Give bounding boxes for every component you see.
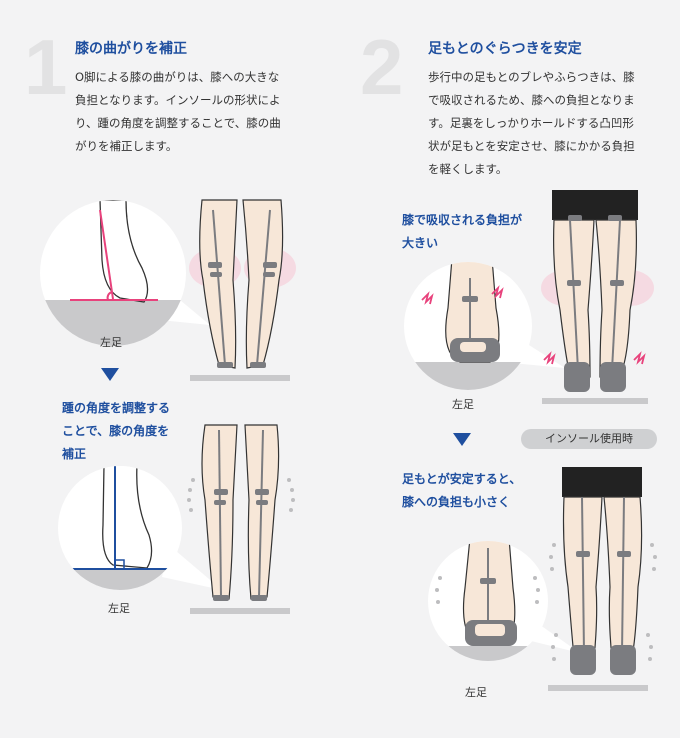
legs-stable <box>548 467 657 691</box>
legs-unstable <box>541 190 654 404</box>
heel-closeup-after <box>58 466 222 590</box>
section-2-title: 足もとのぐらつきを安定 <box>428 41 582 57</box>
section-2-problem-line: 膝で吸収される負担が <box>402 213 523 227</box>
section-1-result-line: 踵の角度を調整する <box>62 401 171 415</box>
foot-closeup-stable <box>428 541 580 661</box>
section-2-result-line: 足もとが安定すると、 <box>402 472 522 486</box>
caption-left-foot-1a: 左足 <box>100 336 122 349</box>
section-2-body-line: 歩行中の足もとのブレやふらつきは、膝 <box>428 70 635 84</box>
section-1-body-line: O脚による膝の曲がりは、膝への大きな <box>75 70 280 84</box>
section-1-result-line: 補正 <box>62 447 87 461</box>
section-2-problem-line: 大きい <box>402 236 439 250</box>
insole-in-use-badge: インソール使用時 <box>521 429 657 449</box>
section-2-body-line: 状が足もとを安定させ、膝にかかる負担 <box>428 139 635 153</box>
section-1-result-line: ことで、膝の角度を <box>62 424 170 438</box>
section-1-body-line: 負担となります。インソールの形状によ <box>75 93 281 107</box>
legs-corrected <box>187 424 295 614</box>
legs-bowlegged <box>189 199 296 381</box>
section-2-body-line: す。足裏をしっかりホールドする凸凹形 <box>428 116 634 130</box>
step-number-1: 1 <box>24 23 68 111</box>
section-2-result-line: 膝への負担も小さく <box>402 495 511 509</box>
foot-closeup-unstable <box>404 262 565 390</box>
caption-left-foot-2b: 左足 <box>465 686 487 699</box>
step-number-2: 2 <box>360 23 404 111</box>
arrow-down-icon <box>453 433 471 446</box>
section-2-body-line: で吸収されるため、膝への負担となりま <box>428 93 635 107</box>
section-2-body-line: を軽くします。 <box>428 162 508 176</box>
caption-left-foot-1b: 左足 <box>108 602 130 615</box>
section-1-body-line: がりを補正します。 <box>75 139 178 153</box>
section-1-body-line: り、踵の角度を調整することで、膝の曲 <box>75 116 281 130</box>
section-1-title: 膝の曲がりを補正 <box>75 41 187 57</box>
caption-left-foot-2a: 左足 <box>452 398 474 411</box>
arrow-down-icon <box>101 368 119 381</box>
